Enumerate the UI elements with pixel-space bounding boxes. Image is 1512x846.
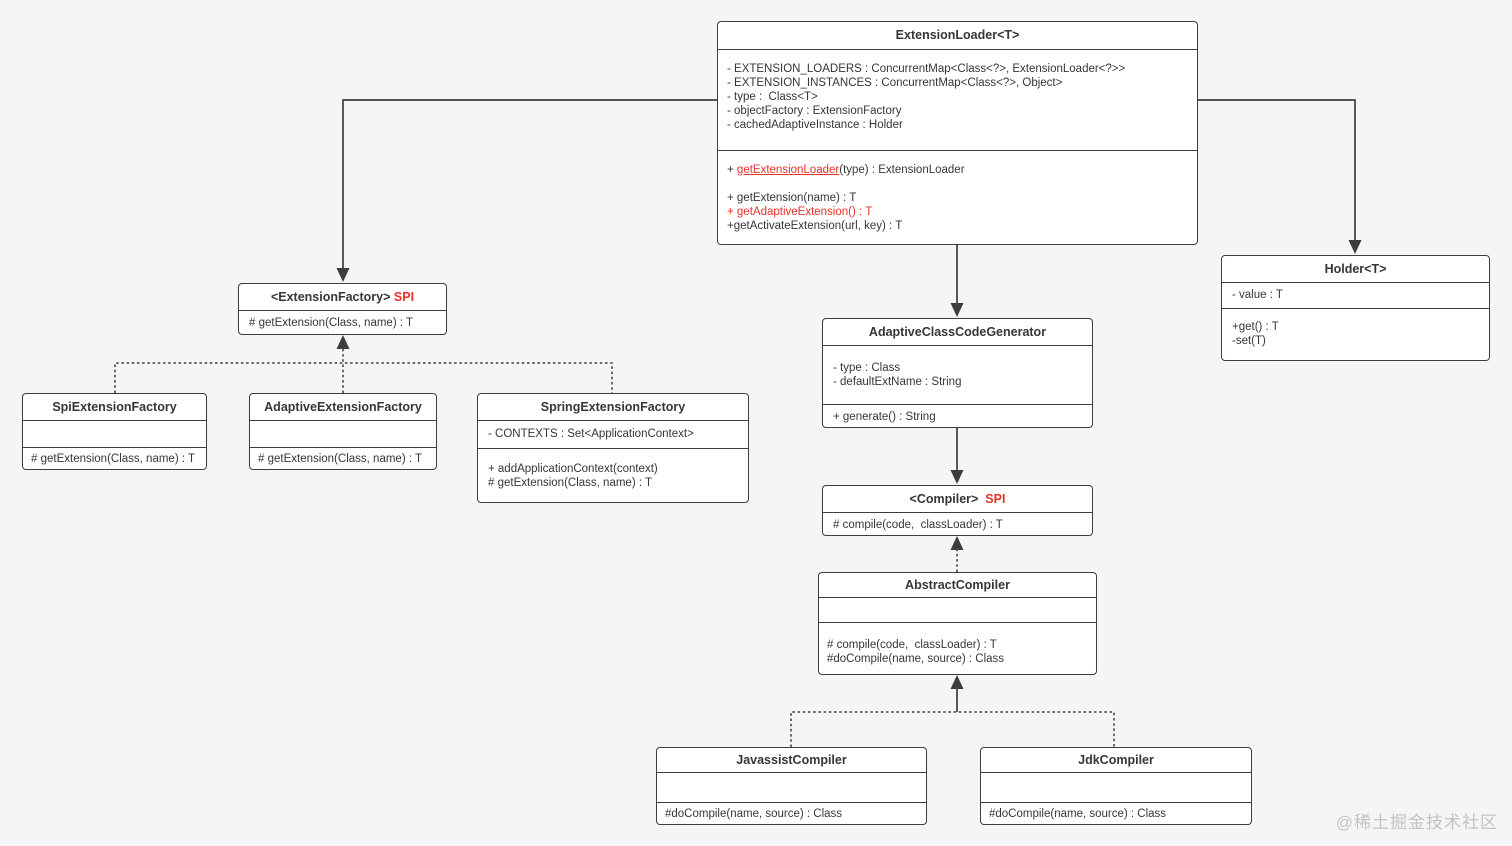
- attributes-section: - type : Class- defaultExtName : String: [823, 345, 1092, 404]
- attributes-section: [250, 420, 436, 447]
- class-adaptive-extension-factory: AdaptiveExtensionFactory # getExtension(…: [249, 393, 437, 470]
- class-spring-extension-factory: SpringExtensionFactory - CONTEXTS : Set<…: [477, 393, 749, 503]
- methods-section: + addApplicationContext(context)# getExt…: [478, 448, 748, 502]
- class-title: <Compiler> SPI: [909, 492, 1006, 506]
- class-extension-factory: <ExtensionFactory> SPI # getExtension(Cl…: [238, 283, 447, 335]
- class-spi-extension-factory: SpiExtensionFactory # getExtension(Class…: [22, 393, 207, 470]
- association-extensionloader-holder-arrow: [1197, 99, 1362, 254]
- attributes-section: [657, 772, 926, 802]
- attributes-section: - value : T: [1222, 282, 1489, 308]
- association-extensionloader-generator-arrow: [950, 245, 964, 317]
- methods-section: # compile(code, classLoader) : T#doCompi…: [819, 622, 1096, 674]
- methods-section: # compile(code, classLoader) : T: [823, 512, 1092, 535]
- watermark: @稀土掘金技术社区: [1335, 813, 1498, 832]
- methods-section: #doCompile(name, source) : Class: [657, 802, 926, 824]
- methods-section: # getExtension(Class, name) : T: [239, 310, 446, 334]
- class-title: SpiExtensionFactory: [52, 400, 177, 414]
- methods-section: +get() : T-set(T): [1222, 308, 1489, 360]
- class-title: JavassistCompiler: [736, 753, 847, 767]
- attributes-section: [981, 772, 1251, 802]
- association-generator-compiler-arrow: [950, 428, 964, 484]
- attributes-section: [819, 597, 1096, 622]
- class-abstract-compiler: AbstractCompiler # compile(code, classLo…: [818, 572, 1097, 675]
- class-title: SpringExtensionFactory: [540, 400, 686, 414]
- methods-section: #doCompile(name, source) : Class: [981, 802, 1251, 824]
- class-title: AbstractCompiler: [905, 578, 1010, 592]
- class-holder: Holder<T> - value : T +get() : T-set(T): [1221, 255, 1490, 361]
- class-title: JdkCompiler: [1078, 753, 1154, 767]
- class-extension-loader: ExtensionLoader<T> - EXTENSION_LOADERS :…: [717, 21, 1198, 245]
- class-title: AdaptiveClassCodeGenerator: [868, 325, 1047, 339]
- realization-compilers-abstractcompiler-arrows: [790, 675, 1115, 747]
- attributes-section: - EXTENSION_LOADERS : ConcurrentMap<Clas…: [718, 49, 1197, 150]
- class-title: ExtensionLoader<T>: [895, 28, 1020, 42]
- realization-abstractcompiler-compiler-arrow: [950, 536, 964, 572]
- class-jdk-compiler: JdkCompiler #doCompile(name, source) : C…: [980, 747, 1252, 825]
- realization-factories-extensionfactory-arrows: [114, 335, 613, 393]
- methods-section: + getExtensionLoader(type) : ExtensionLo…: [718, 150, 1197, 244]
- class-title: <ExtensionFactory> SPI: [270, 290, 415, 304]
- class-title: AdaptiveExtensionFactory: [264, 400, 422, 414]
- methods-section: # getExtension(Class, name) : T: [23, 447, 206, 469]
- class-javassist-compiler: JavassistCompiler #doCompile(name, sourc…: [656, 747, 927, 825]
- class-compiler: <Compiler> SPI # compile(code, classLoad…: [822, 485, 1093, 536]
- methods-section: + generate() : String: [823, 404, 1092, 427]
- association-extensionloader-extensionfactory-arrow: [336, 99, 717, 282]
- attributes-section: - CONTEXTS : Set<ApplicationContext>: [478, 420, 748, 448]
- class-title: Holder<T>: [1324, 262, 1387, 276]
- methods-section: # getExtension(Class, name) : T: [250, 447, 436, 469]
- class-adaptive-class-code-generator: AdaptiveClassCodeGenerator - type : Clas…: [822, 318, 1093, 428]
- attributes-section: [23, 420, 206, 447]
